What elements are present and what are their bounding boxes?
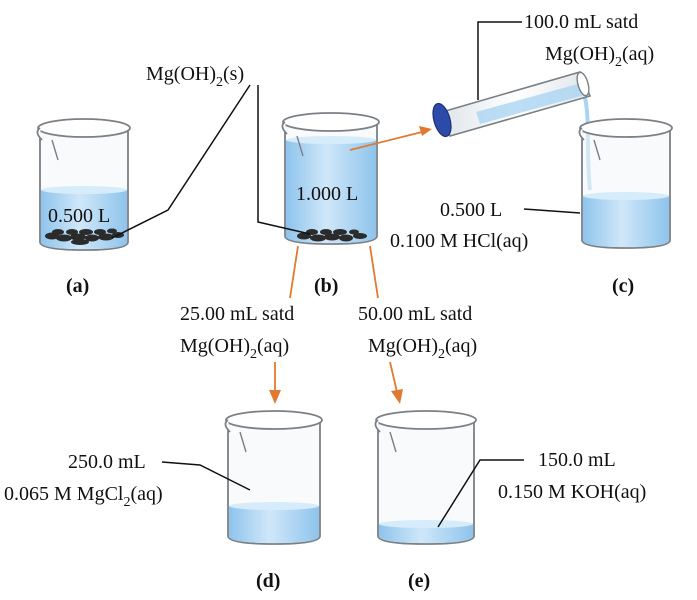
label-beaker-c-line2: 0.100 M HCl(aq) xyxy=(390,230,528,252)
label-to-e-line2: Mg(OH)2(aq) xyxy=(368,335,477,362)
beaker-b-volume-label: 1.000 L xyxy=(296,183,358,205)
beaker-a: 0.500 L (a) xyxy=(36,118,131,297)
beaker-d-liquid xyxy=(229,506,319,543)
beaker-b-liquid xyxy=(286,140,376,243)
label-beaker-c-line1: 0.500 L xyxy=(440,199,502,221)
label-to-d-line1: 25.00 mL satd xyxy=(180,303,294,325)
beaker-a-volume-label: 0.500 L xyxy=(48,205,110,227)
label-to-d-line2: Mg(OH)2(aq) xyxy=(180,335,289,362)
beaker-b-caption: (b) xyxy=(314,275,338,297)
label-pour-line1: 100.0 mL satd xyxy=(524,11,638,33)
beaker-c-caption: (c) xyxy=(612,275,634,297)
beaker-e-liquid xyxy=(379,524,473,543)
leader-solid-b xyxy=(257,85,311,235)
label-beaker-d-line2: 0.065 M MgCl2(aq) xyxy=(4,483,163,510)
label-solid: Mg(OH)2(s) xyxy=(146,63,244,90)
beaker-c-liquid xyxy=(583,196,669,247)
arrow-b-to-d xyxy=(269,245,299,404)
arrow-b-to-cylinder xyxy=(349,126,432,151)
cylinder-base xyxy=(432,102,452,138)
beaker-d-caption: (d) xyxy=(256,570,280,592)
beaker-a-caption: (a) xyxy=(66,275,89,297)
leader-beaker-e xyxy=(437,459,524,528)
label-beaker-e-line2: 0.150 M KOH(aq) xyxy=(498,481,646,503)
label-to-e-line1: 50.00 mL satd xyxy=(358,303,472,325)
beaker-e-caption: (e) xyxy=(408,570,430,592)
pouring-cylinder xyxy=(432,71,592,191)
leader-pour-label xyxy=(477,21,522,100)
label-beaker-d-line1: 250.0 mL xyxy=(68,451,146,473)
label-beaker-e-line1: 150.0 mL xyxy=(538,449,616,471)
label-pour-line2: Mg(OH)2(aq) xyxy=(545,43,654,70)
arrow-b-to-e xyxy=(369,245,403,404)
beaker-b-solid xyxy=(297,229,367,242)
beaker-c: (c) xyxy=(578,118,673,297)
leader-beaker-d xyxy=(161,461,251,491)
leader-solid-a xyxy=(111,84,251,239)
beaker-d: (d) xyxy=(224,410,323,592)
leader-beaker-c xyxy=(523,208,581,214)
beaker-e: (e) xyxy=(374,410,477,592)
beaker-b: 1.000 L (b) xyxy=(281,112,380,297)
